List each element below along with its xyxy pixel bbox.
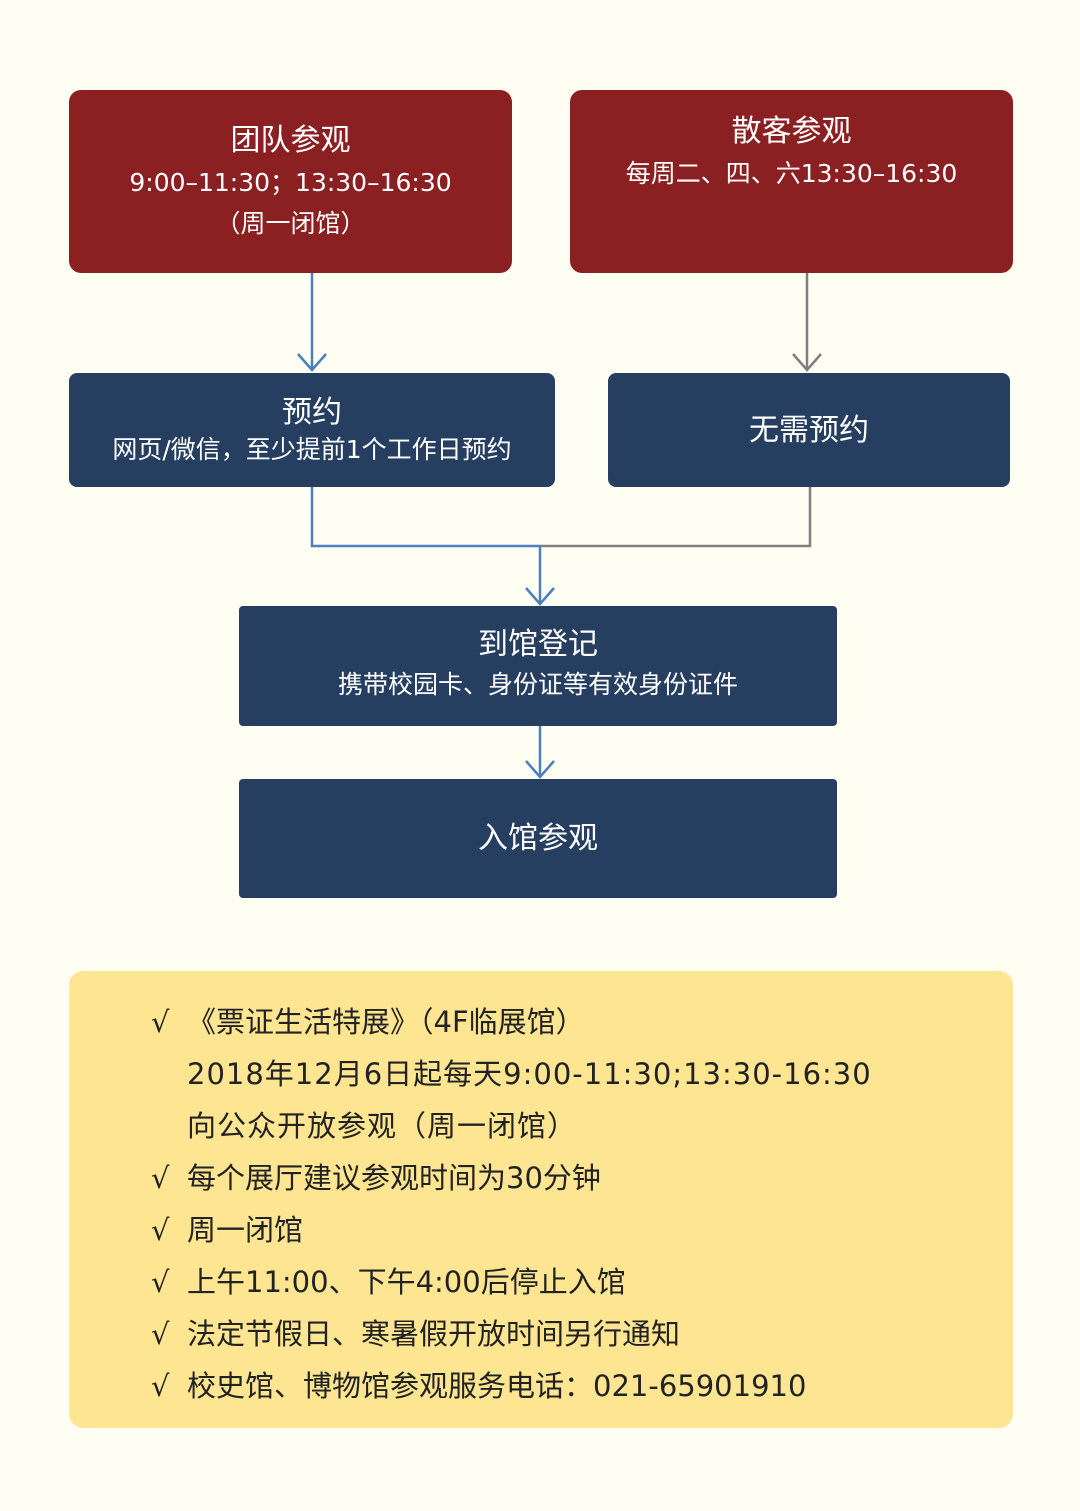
individual-visit-title: 散客参观 (731, 114, 852, 149)
no-reservation-title: 无需预约 (749, 412, 869, 448)
reservation-box: 预约 网页/微信，至少提前1个工作日预约 (69, 373, 555, 487)
note-exhibit-title: 《票证生活特展》（4F临展馆） (187, 1005, 585, 1039)
check-icon: √ (151, 1161, 170, 1195)
check-icon: √ (151, 1369, 170, 1403)
register-detail: 携带校园卡、身份证等有效身份证件 (337, 670, 738, 700)
note-item: √ 周一闭馆 (151, 1204, 1013, 1256)
note-text: 法定节假日、寒暑假开放时间另行通知 (187, 1317, 681, 1351)
note-exhibit: √ 《票证生活特展》（4F临展馆） (151, 996, 1013, 1048)
individual-visit-hours: 每周二、四、六13:30–16:30 (625, 159, 958, 188)
check-icon: √ (151, 1005, 170, 1039)
individual-visit-box: 散客参观 每周二、四、六13:30–16:30 (570, 90, 1013, 273)
check-icon: √ (151, 1213, 170, 1247)
note-text: 上午11:00、下午4:00后停止入馆 (187, 1265, 626, 1299)
reservation-title: 预约 (282, 395, 342, 430)
arrow-individual-to-no-reservation (792, 273, 822, 372)
no-reservation-box: 无需预约 (608, 373, 1010, 487)
group-visit-title: 团队参观 (230, 122, 351, 158)
group-visit-note: （周一闭馆） (215, 208, 366, 238)
register-box: 到馆登记 携带校园卡、身份证等有效身份证件 (239, 606, 837, 726)
check-icon: √ (151, 1265, 170, 1299)
check-icon: √ (151, 1317, 170, 1351)
reservation-detail: 网页/微信，至少提前1个工作日预约 (112, 435, 512, 464)
note-item: √ 上午11:00、下午4:00后停止入馆 (151, 1256, 1013, 1308)
note-exhibit-open: 向公众开放参观（周一闭馆） (187, 1109, 578, 1143)
register-title: 到馆登记 (478, 627, 598, 663)
note-text: 每个展厅建议参观时间为30分钟 (187, 1161, 601, 1195)
note-text: 校史馆、博物馆参观服务电话：021-65901910 (187, 1369, 807, 1403)
group-visit-hours: 9:00–11:30；13:30–16:30 (129, 167, 452, 197)
enter-box: 入馆参观 (239, 779, 837, 898)
arrow-to-enter (525, 726, 555, 779)
connector-reservation (310, 487, 540, 548)
note-item: √ 每个展厅建议参观时间为30分钟 (151, 1152, 1013, 1204)
connector-no-reservation (540, 487, 812, 548)
enter-title: 入馆参观 (478, 821, 598, 856)
note-item: √ 校史馆、博物馆参观服务电话：021-65901910 (151, 1360, 1013, 1412)
arrow-group-to-reservation (297, 273, 327, 372)
note-exhibit-hours: 2018年12月6日起每天9:00-11:30;13:30-16:30 (187, 1057, 872, 1091)
note-item: √ 法定节假日、寒暑假开放时间另行通知 (151, 1308, 1013, 1360)
arrow-to-register (525, 546, 555, 606)
note-text: 周一闭馆 (187, 1213, 304, 1247)
notes-panel: √ 《票证生活特展》（4F临展馆） 2018年12月6日起每天9:00-11:3… (69, 971, 1013, 1428)
group-visit-box: 团队参观 9:00–11:30；13:30–16:30 （周一闭馆） (69, 90, 512, 273)
